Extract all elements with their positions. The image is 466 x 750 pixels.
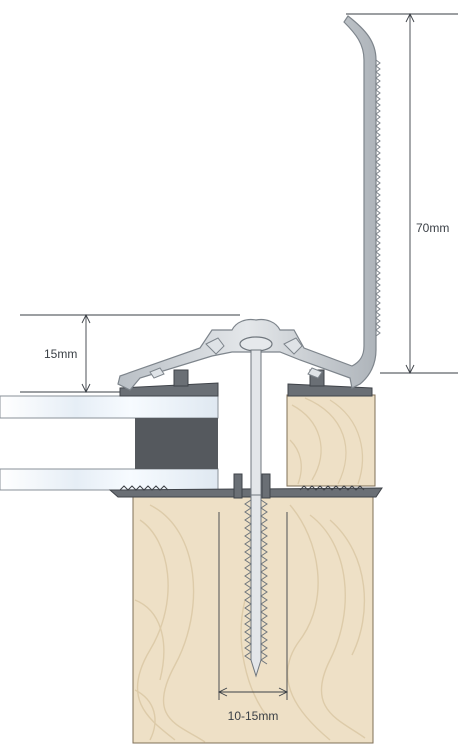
aluminium-cap-profile (117, 15, 381, 391)
glazing-spacer (135, 418, 218, 469)
upstand-height-label: 70mm (416, 221, 449, 235)
cap-height-label: 15mm (44, 347, 77, 361)
dimension-fixing (217, 512, 289, 700)
fixing-screw (239, 336, 273, 678)
cap-gaskets (119, 369, 373, 397)
fixing-offset-label: 10-15mm (228, 709, 279, 723)
base-gasket (108, 473, 383, 499)
dimension-upstand (346, 12, 458, 375)
timber-grain (134, 504, 366, 743)
dimension-cap (20, 313, 240, 394)
glazing-panel (0, 395, 219, 491)
timber-upstand-block (286, 394, 376, 487)
